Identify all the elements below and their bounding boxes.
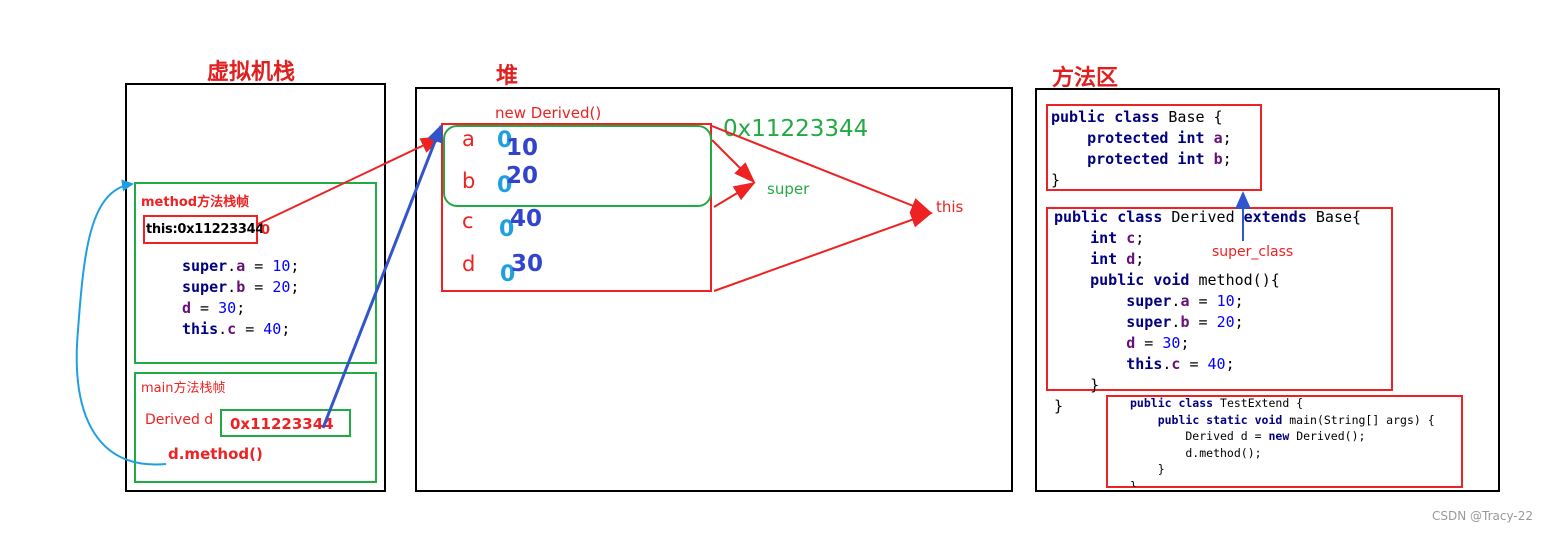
ref-to-object-arrow bbox=[321, 124, 443, 429]
method-frame-code: super.a = 10; super.b = 20; d = 30; this… bbox=[182, 257, 300, 338]
derived-var-label: Derived d bbox=[145, 412, 214, 428]
derived-closing-brace: } bbox=[1054, 397, 1064, 415]
derived-object-box bbox=[441, 123, 712, 292]
main-stack-frame bbox=[134, 372, 377, 483]
heap-title: 堆 bbox=[496, 64, 519, 89]
method-call-label: d.method() bbox=[168, 445, 263, 463]
field-d-name: d bbox=[462, 252, 476, 276]
field-c-name: c bbox=[462, 209, 474, 233]
field-d-new: 30 bbox=[511, 251, 544, 277]
test-class-box bbox=[1106, 395, 1463, 488]
field-b-name: b bbox=[462, 169, 476, 193]
super-arrow-top bbox=[711, 139, 756, 184]
base-class-code: public class Base { protected int a; pro… bbox=[1051, 108, 1232, 189]
main-frame-title: main方法栈帧 bbox=[141, 381, 226, 396]
watermark: CSDN @Tracy-22 bbox=[1432, 509, 1533, 523]
this-arrow-bottom bbox=[713, 212, 933, 292]
method-stack-frame bbox=[134, 182, 377, 364]
object-label: new Derived() bbox=[495, 104, 602, 122]
this-arrow-top bbox=[711, 125, 933, 214]
field-b-old: 0 bbox=[497, 173, 513, 198]
main-ref-value: 0x11223344 bbox=[230, 415, 334, 433]
super-arrow-bottom bbox=[713, 181, 756, 208]
call-loop-arrow bbox=[75, 179, 167, 466]
this-label: this bbox=[936, 198, 964, 216]
field-a-old: 0 bbox=[497, 128, 513, 153]
field-c-new: 40 bbox=[510, 206, 543, 232]
vm-stack-panel bbox=[125, 83, 386, 492]
base-class-box bbox=[1046, 104, 1262, 191]
this-ref-value: this:0x11223344 bbox=[146, 222, 265, 237]
test-class-code: public class TestExtend { public static … bbox=[1130, 396, 1435, 487]
object-address: 0x11223344 bbox=[723, 116, 869, 142]
field-b-new: 20 bbox=[506, 163, 539, 189]
method-area-title: 方法区 bbox=[1052, 66, 1119, 91]
heap-panel bbox=[415, 87, 1013, 492]
this-ref-zero: 0 bbox=[261, 223, 271, 238]
this-to-object-arrow bbox=[257, 136, 443, 225]
stack-title: 虚拟机栈 bbox=[207, 60, 296, 85]
field-a-new: 10 bbox=[506, 135, 539, 161]
super-part-box bbox=[443, 125, 712, 207]
super-class-label: super_class bbox=[1212, 244, 1294, 260]
super-label: super bbox=[767, 180, 810, 198]
field-d-old: 0 bbox=[500, 262, 516, 287]
field-a-name: a bbox=[462, 127, 475, 151]
main-ref-box bbox=[220, 409, 351, 437]
derived-class-box bbox=[1046, 207, 1393, 391]
method-frame-title: method方法栈帧 bbox=[141, 195, 250, 210]
this-ref-box bbox=[143, 215, 258, 244]
field-c-old: 0 bbox=[499, 217, 515, 242]
derived-class-code: public class Derived extends Base{ int c… bbox=[1054, 208, 1362, 394]
method-area-panel bbox=[1035, 88, 1500, 492]
